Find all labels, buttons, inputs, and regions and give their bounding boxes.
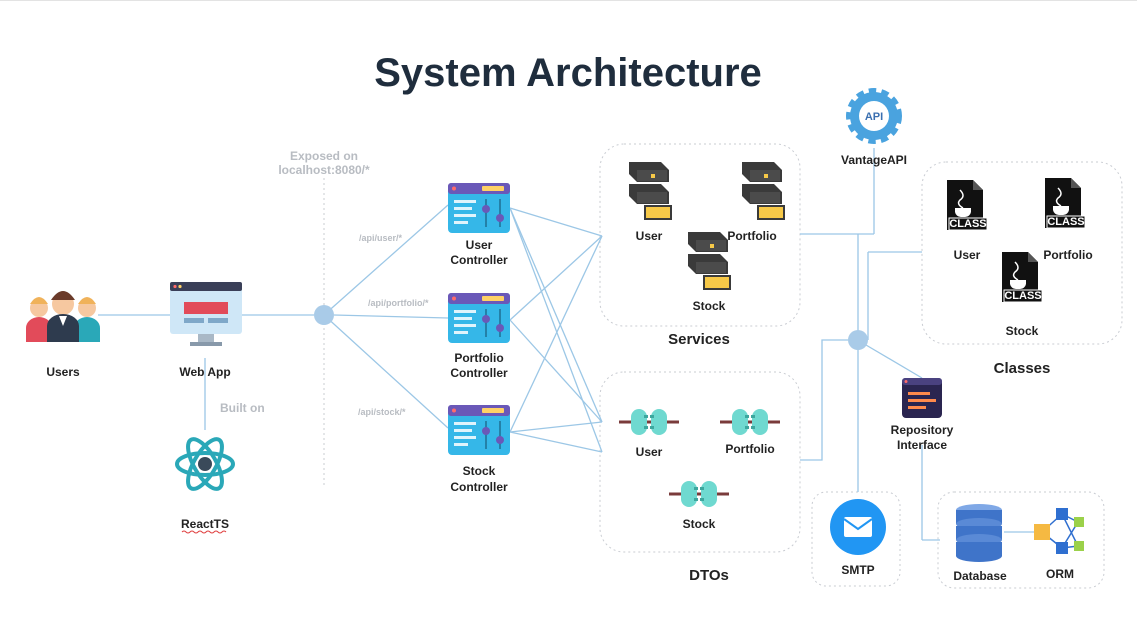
dtos-group-label: DTOs bbox=[689, 567, 729, 584]
stock-controller-label-1: Stock bbox=[463, 464, 496, 478]
stock-controller-icon bbox=[447, 404, 511, 456]
repository-label-1: Repository bbox=[891, 423, 954, 437]
envelope-icon bbox=[843, 517, 873, 537]
repository-label-2: Interface bbox=[897, 438, 947, 452]
users-label: Users bbox=[46, 365, 80, 379]
user-class-label: User bbox=[954, 248, 981, 262]
dtos-group-box bbox=[599, 371, 801, 553]
api-badge-text: API bbox=[865, 111, 883, 123]
built-on-label: Built on bbox=[220, 401, 265, 415]
gateway-hub bbox=[314, 305, 334, 325]
class-badge-portfolio: CLASS bbox=[1047, 216, 1084, 228]
services-group-box bbox=[599, 143, 801, 327]
database-label: Database bbox=[953, 569, 1007, 583]
classes-group-label: Classes bbox=[994, 360, 1051, 377]
portfolio-controller-label-1: Portfolio bbox=[454, 351, 503, 365]
portfolio-class-label: Portfolio bbox=[1043, 248, 1092, 262]
stock-dto-icon bbox=[667, 479, 731, 509]
route-stock-label: /api/stock/* bbox=[358, 407, 406, 417]
web-app-label: Web App bbox=[179, 365, 230, 379]
exposed-on-label: Exposed on bbox=[290, 149, 358, 163]
stock-service-icon bbox=[687, 231, 731, 290]
backend-hub bbox=[848, 330, 868, 350]
user-controller-label-2: Controller bbox=[450, 253, 508, 267]
stock-dto-label: Stock bbox=[683, 517, 716, 531]
reactts-label: ReactTS bbox=[181, 517, 229, 531]
orm-icon bbox=[1034, 508, 1084, 554]
portfolio-dto-label: Portfolio bbox=[725, 442, 774, 456]
user-dto-icon bbox=[617, 407, 681, 437]
data-group-box bbox=[937, 491, 1105, 589]
react-icon bbox=[175, 437, 235, 491]
portfolio-dto-icon bbox=[718, 407, 782, 437]
repository-icon bbox=[902, 378, 942, 418]
user-service-label: User bbox=[636, 229, 663, 243]
classes-group-box bbox=[921, 161, 1123, 345]
portfolio-service-icon bbox=[741, 161, 785, 220]
connection-lines bbox=[98, 148, 1034, 541]
portfolio-service-label: Portfolio bbox=[727, 229, 776, 243]
user-controller-icon bbox=[447, 182, 511, 234]
smtp-label: SMTP bbox=[841, 563, 874, 577]
user-controller-label-1: User bbox=[466, 238, 493, 252]
users-icon bbox=[26, 291, 100, 342]
vantage-api-label: VantageAPI bbox=[841, 153, 907, 167]
stock-service-label: Stock bbox=[693, 299, 726, 313]
portfolio-controller-icon bbox=[447, 292, 511, 344]
user-service-icon bbox=[628, 161, 672, 220]
orm-label: ORM bbox=[1046, 567, 1074, 581]
route-portfolio-label: /api/portfolio/* bbox=[368, 298, 429, 308]
exposed-host-label: localhost:8080/* bbox=[278, 163, 370, 177]
class-badge-stock: CLASS bbox=[1004, 290, 1041, 302]
web-app-icon bbox=[170, 282, 242, 346]
smtp-group-box bbox=[811, 491, 901, 587]
user-dto-label: User bbox=[636, 445, 663, 459]
portfolio-controller-label-2: Controller bbox=[450, 366, 508, 380]
diagram-title: System Architecture bbox=[374, 51, 762, 95]
spellcheck-underline bbox=[181, 530, 227, 534]
services-group-label: Services bbox=[668, 331, 730, 348]
stock-class-label: Stock bbox=[1006, 324, 1039, 338]
stock-controller-label-2: Controller bbox=[450, 480, 508, 494]
route-user-label: /api/user/* bbox=[359, 233, 403, 243]
api-gear-icon: API bbox=[846, 88, 902, 144]
database-icon bbox=[956, 504, 1002, 562]
class-badge-user: CLASS bbox=[949, 218, 986, 230]
